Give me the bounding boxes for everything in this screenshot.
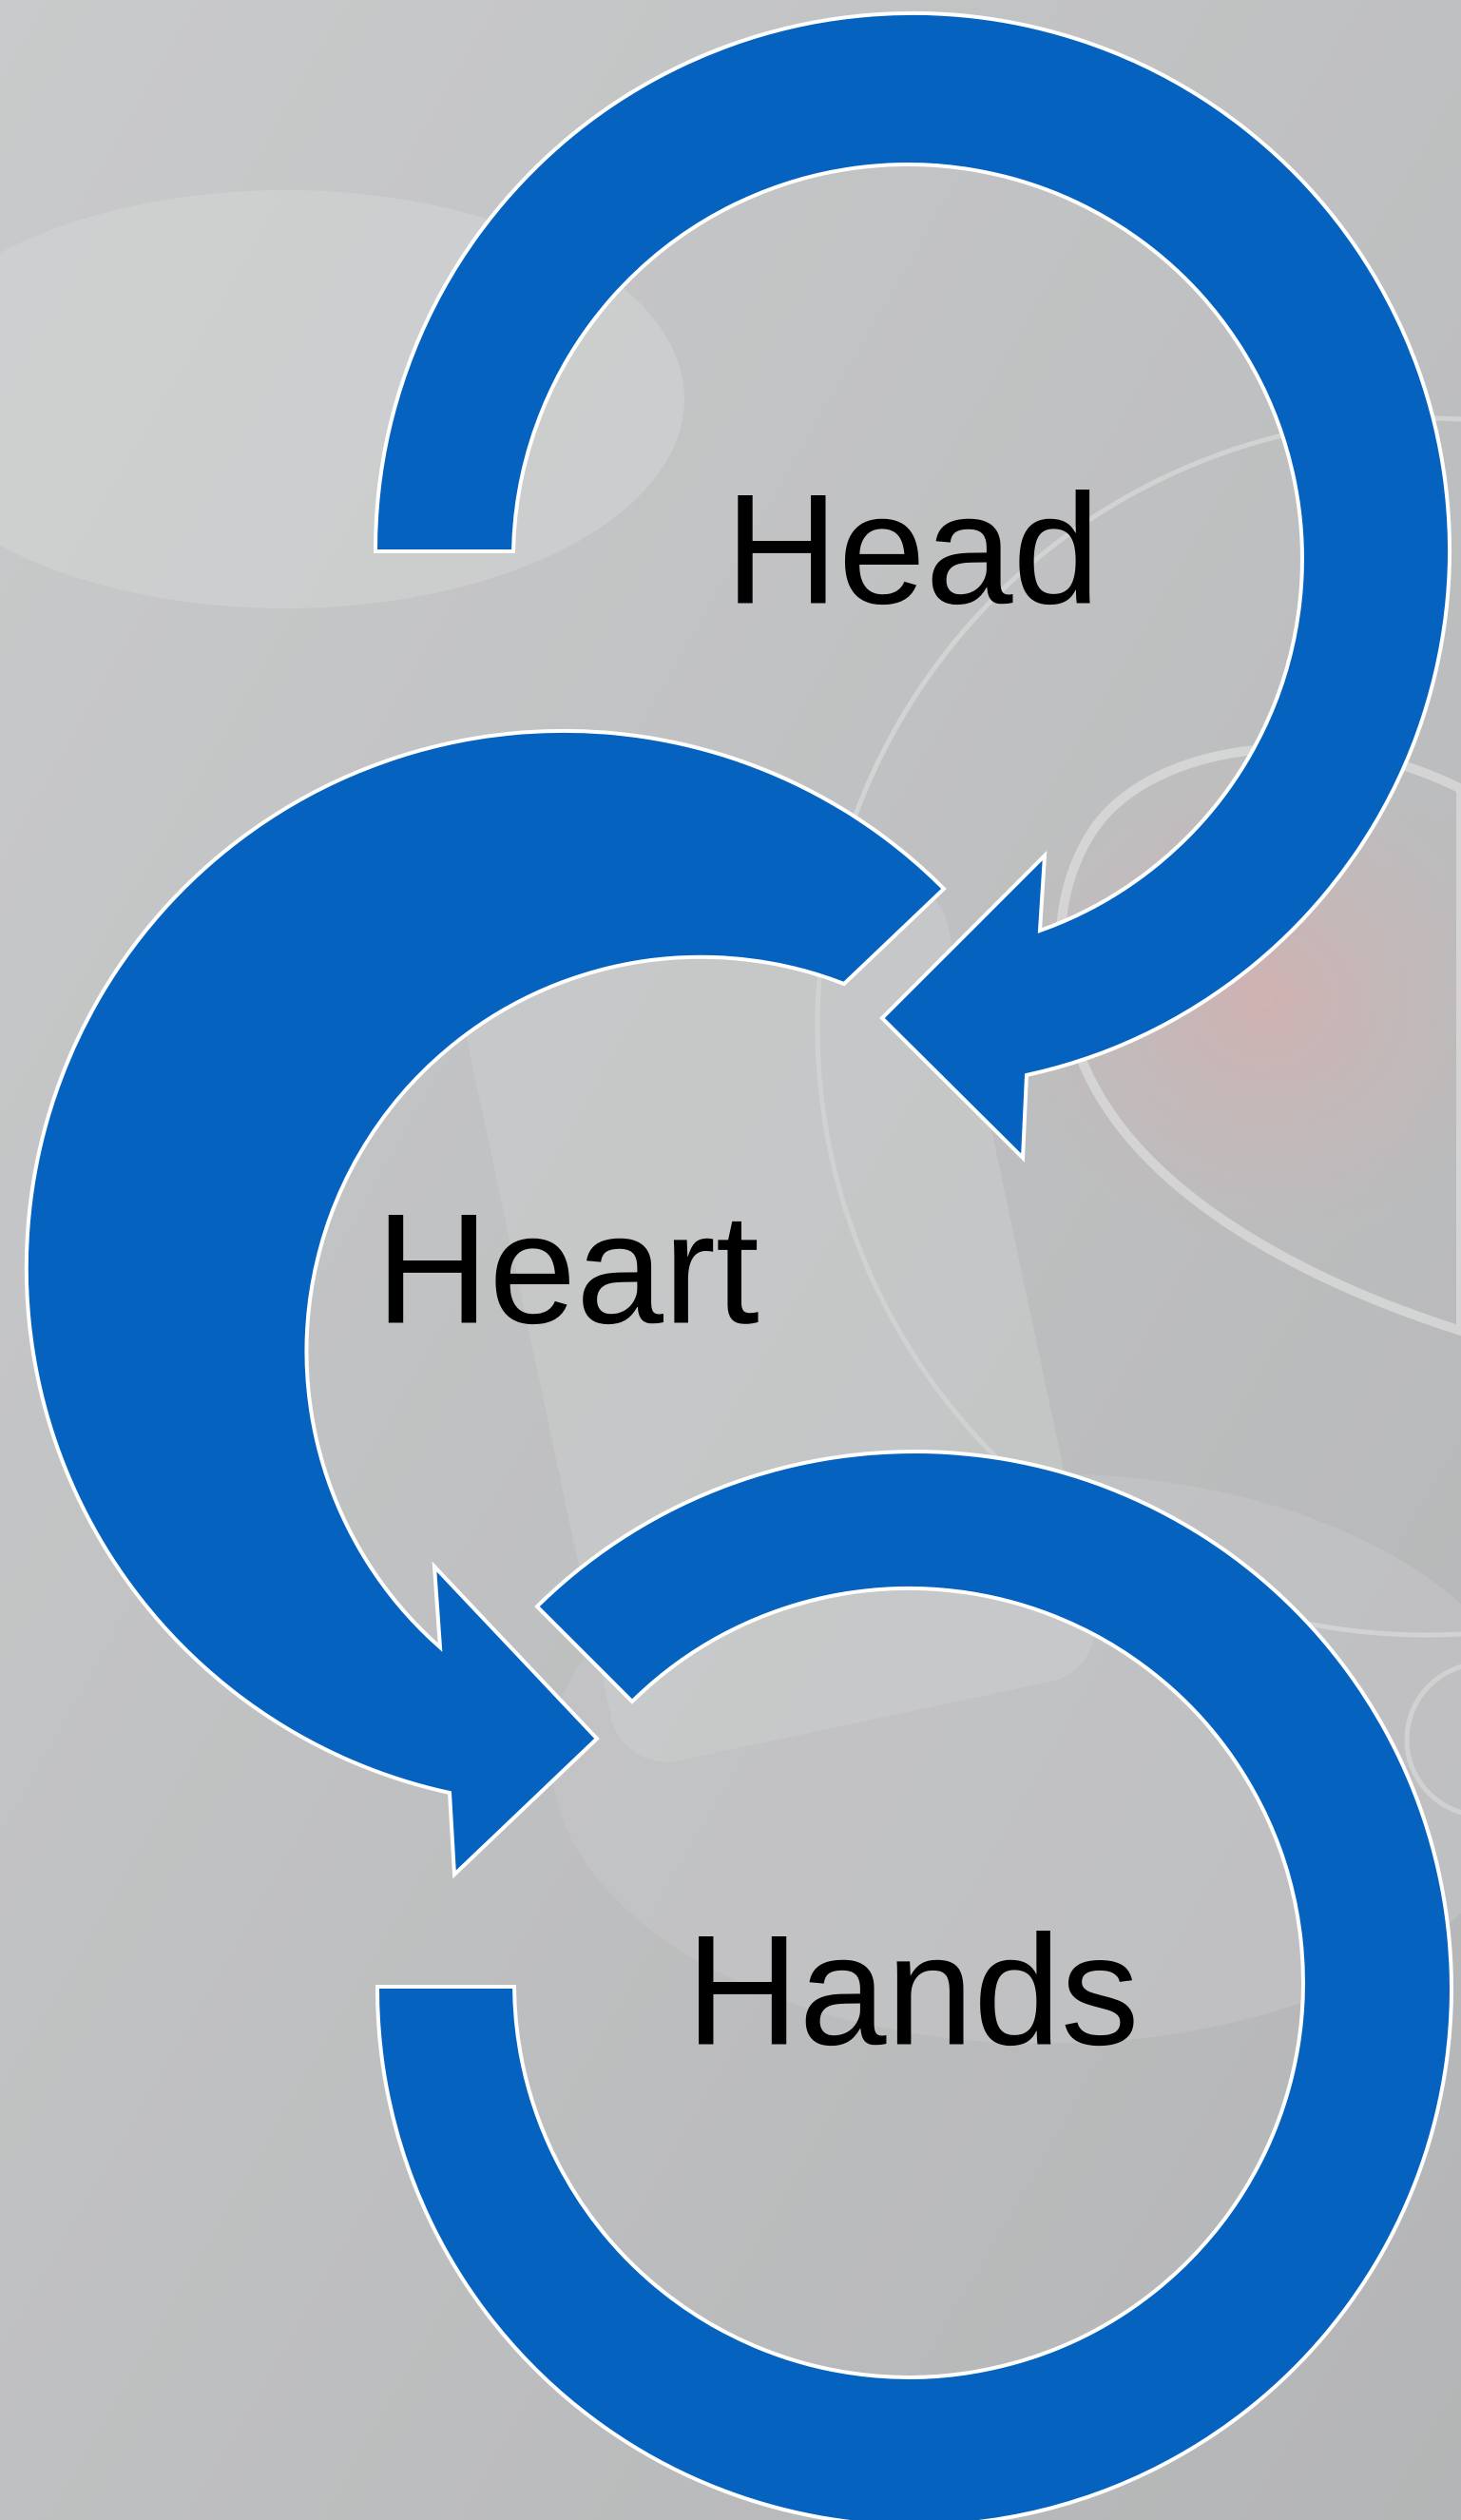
- arrow-heart-to-hands: [24, 728, 947, 1879]
- arrow-head-to-heart: [373, 10, 1451, 1163]
- step-label-hands: Hands: [685, 1902, 1140, 2078]
- step-label-head: Head: [724, 461, 1101, 637]
- step-label-heart: Heart: [375, 1181, 759, 1356]
- arrow-hands-loop: [375, 1450, 1453, 2520]
- bg-ring-hint: [1404, 1664, 1461, 1816]
